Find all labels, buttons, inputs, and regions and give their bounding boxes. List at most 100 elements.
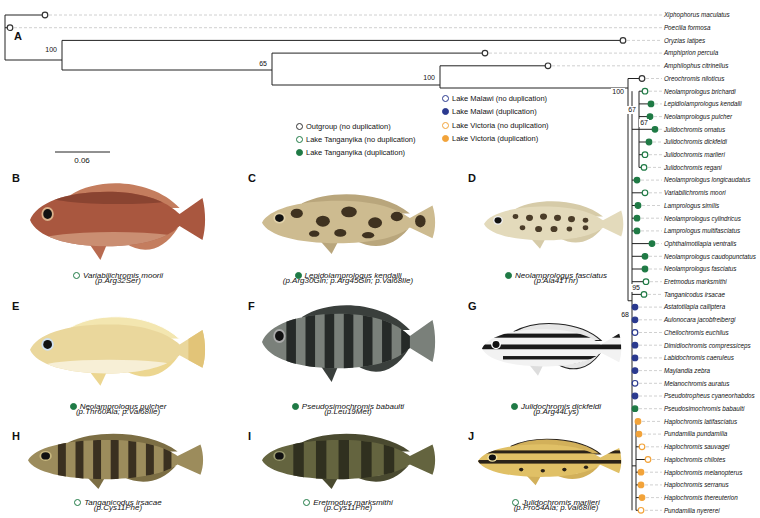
tip-marker xyxy=(636,431,642,437)
panel-letter: G xyxy=(468,300,477,313)
tip-marker xyxy=(642,266,648,272)
tip-guide xyxy=(552,65,662,66)
tip-marker xyxy=(638,469,644,475)
tip-guide xyxy=(656,243,662,244)
tree-branch xyxy=(62,40,623,41)
species-name: Maylandia zebra xyxy=(664,367,710,374)
species-name: Oreochromis niloticus xyxy=(664,75,725,82)
bootstrap-value: 65 xyxy=(258,60,268,68)
tip-guide xyxy=(645,510,662,511)
legend-text: Lake Victoria (duplication) xyxy=(452,135,538,144)
tip-marker xyxy=(634,215,640,221)
tip-marker xyxy=(648,101,654,107)
tree-branch xyxy=(272,53,485,54)
species-name: Oryzias latipes xyxy=(664,37,705,44)
tree-branch xyxy=(440,66,441,88)
panel-letter: B xyxy=(12,172,20,185)
fish-photo xyxy=(28,430,203,489)
tree-branch xyxy=(62,70,272,71)
fish-photo xyxy=(262,194,435,254)
tip-guide xyxy=(652,459,662,460)
bootstrap-value: 67 xyxy=(639,119,649,127)
bootstrap-value: 67 xyxy=(627,106,637,114)
fish-photo xyxy=(484,201,623,249)
species-name: Haplochromis serranus xyxy=(664,481,729,488)
tip-guide xyxy=(655,103,662,104)
species-name: Pundamilia nyererei xyxy=(664,507,720,514)
tree-branch xyxy=(5,15,6,60)
species-name: Julidochromis ornatus xyxy=(664,126,725,133)
tip-guide xyxy=(489,53,662,54)
mutation-caption: (p.Arg30Gln; p.Arg45Gln; p.Val68Ile) xyxy=(283,276,413,285)
tip-guide xyxy=(653,142,662,143)
bootstrap-value: 100 xyxy=(44,46,58,54)
tip-marker xyxy=(649,241,655,247)
species-name: Xiphophorus maculatus xyxy=(664,11,730,18)
tip-guide xyxy=(649,256,662,257)
mutation-caption: (p.Arg32Ser) xyxy=(95,276,141,285)
legend-swatch xyxy=(296,149,303,156)
species-name: Aulonocara jacobfreibergi xyxy=(664,316,735,323)
tip-marker xyxy=(620,38,626,44)
tip-marker xyxy=(638,482,644,488)
mutation-caption: (p.Cys11Phe) xyxy=(324,503,372,512)
status-marker xyxy=(511,403,518,410)
panel-letter: I xyxy=(248,430,251,443)
tree-branch xyxy=(272,85,440,86)
fish-photo xyxy=(482,324,622,376)
tip-marker xyxy=(642,152,648,158)
tip-guide xyxy=(642,205,662,206)
species-name: Neolamprologus pulcher xyxy=(664,113,732,120)
tip-marker xyxy=(639,444,645,450)
tip-guide xyxy=(639,370,662,371)
legend-text: Lake Malawi (no duplication) xyxy=(452,95,547,104)
tip-guide xyxy=(641,180,662,181)
species-name: Haplochromis sauvagei xyxy=(664,443,729,450)
tip-marker xyxy=(638,508,644,514)
tip-marker xyxy=(634,228,640,234)
tip-marker xyxy=(632,355,638,361)
tip-marker xyxy=(632,393,638,399)
tree-branch xyxy=(272,53,273,85)
tip-guide xyxy=(639,396,662,397)
status-marker xyxy=(70,403,77,410)
scale-label: 0.06 xyxy=(74,156,90,165)
tip-marker xyxy=(632,317,638,323)
status-marker xyxy=(303,499,310,506)
tree-branch xyxy=(632,91,633,510)
tree-branch xyxy=(628,300,632,301)
species-name: Pseudosimochromis babaulti xyxy=(664,405,745,412)
legend-text: Lake Tanganyika (duplication) xyxy=(306,149,405,158)
legend-swatch xyxy=(442,108,449,115)
tip-marker xyxy=(646,139,652,145)
species-name: Julidochromis marlieri xyxy=(664,151,725,158)
panel-letter: F xyxy=(248,300,255,313)
status-marker xyxy=(73,272,80,279)
species-name: Astatotilapia calliptera xyxy=(664,303,725,310)
mutation-caption: (p.Leu19Met) xyxy=(324,407,372,416)
tip-marker xyxy=(642,190,648,196)
species-name: Julidochromis dickfeldi xyxy=(664,138,727,145)
species-name: Neolamprologus cylindricus xyxy=(664,215,741,222)
fish-photo xyxy=(30,183,205,260)
species-name: Haplochromis melanopterus xyxy=(664,469,742,476)
tip-marker xyxy=(652,127,658,133)
legend-swatch xyxy=(442,95,449,102)
mutation-caption: (p.Arg44Lys) xyxy=(533,407,579,416)
tip-marker xyxy=(7,25,13,31)
species-name: Neolamprologus caudopunctatus xyxy=(664,253,756,260)
tip-marker xyxy=(632,304,638,310)
tip-guide xyxy=(650,281,662,282)
legend-text: Lake Victoria (no duplication) xyxy=(452,122,549,131)
legend-swatch xyxy=(296,136,303,143)
tip-guide xyxy=(649,154,662,155)
species-name: Poecilia formosa xyxy=(664,24,711,31)
tree-branch xyxy=(440,88,628,89)
bootstrap-value: 68 xyxy=(620,311,630,319)
tip-guide xyxy=(639,383,662,384)
species-name: Tanganicodus irsacae xyxy=(664,291,725,298)
tip-guide xyxy=(627,40,662,41)
tip-marker xyxy=(642,88,648,94)
scale-bar xyxy=(55,152,110,153)
species-name: Haplochromis latifasciatus xyxy=(664,418,737,425)
